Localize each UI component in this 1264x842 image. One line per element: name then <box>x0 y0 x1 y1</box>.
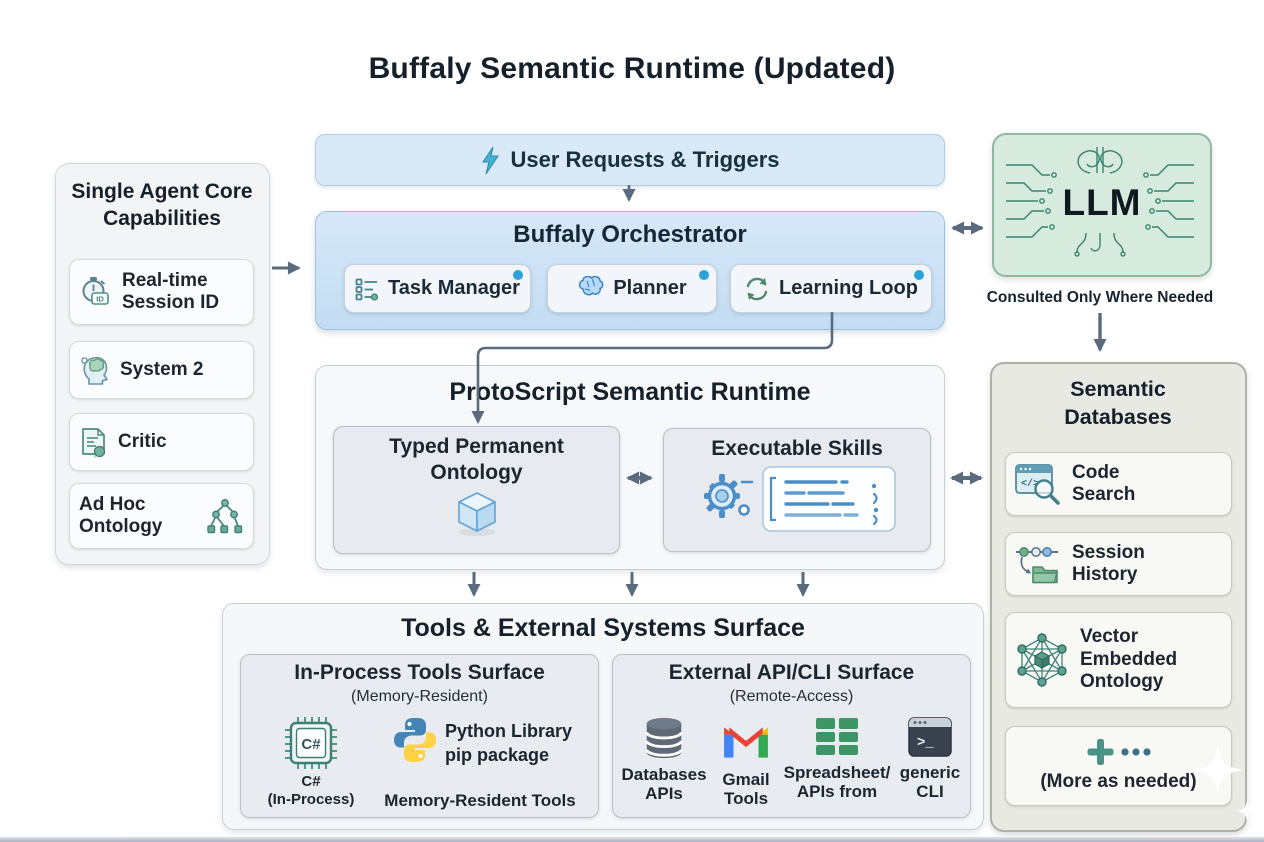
external-item-databases: Databases APIs <box>618 715 710 803</box>
external-item-label: Spreadsheet/ APIs from <box>783 763 891 802</box>
ontology-label: Typed Permanent Ontology <box>389 435 564 484</box>
user-requests-bar: User Requests & Triggers <box>315 134 945 186</box>
capability-system-2: System 2 <box>69 341 254 399</box>
cycle-arrows-icon <box>744 276 770 302</box>
circuit-left <box>1006 164 1057 238</box>
semantic-databases-panel: Semantic Databases </> Code Search <box>990 362 1247 832</box>
csharp-sublabel: (In-Process) <box>267 791 355 808</box>
module-label: Learning Loop <box>779 277 918 299</box>
db-item-session-history: Session History <box>1005 532 1232 596</box>
gmail-icon <box>722 715 770 766</box>
network-graph-icon <box>1014 632 1070 688</box>
external-title: External API/CLI Surface <box>668 661 915 684</box>
module-task-manager: Task Manager <box>344 264 531 313</box>
capability-label: Real-time Session ID <box>122 270 220 313</box>
capability-realtime-session-id: ID Real-time Session ID <box>69 259 254 325</box>
svg-text:</>: </> <box>1021 478 1039 490</box>
db-item-label: Vector Embedded Ontology <box>1080 626 1178 693</box>
stopwatch-id-icon: ID <box>79 275 113 309</box>
status-dot <box>699 270 709 280</box>
module-label: Planner <box>613 277 687 299</box>
code-panel-icon <box>762 465 896 532</box>
orchestrator-panel: Buffaly Orchestrator Task Manager <box>315 211 945 330</box>
status-dot <box>914 270 924 280</box>
skills-illustration <box>664 465 930 532</box>
orchestrator-title: Buffaly Orchestrator <box>513 221 747 248</box>
external-subtitle: (Remote-Access) <box>729 688 854 705</box>
code-window-magnifier-icon: </> <box>1014 461 1062 507</box>
in-process-tools-box: In-Process Tools Surface (Memory-Residen… <box>240 654 599 818</box>
external-item-gmail: Gmail Tools <box>713 715 779 808</box>
head-brain-icon <box>79 354 111 386</box>
in-process-subtitle: (Memory-Resident) <box>351 688 488 705</box>
module-planner: Planner <box>547 264 717 313</box>
llm-box: LLM <box>992 133 1212 277</box>
external-item-label: Databases APIs <box>621 765 707 804</box>
tree-graph-icon <box>206 497 244 535</box>
brain-icon <box>577 276 604 301</box>
db-item-more-as-needed: (More as needed) <box>1005 726 1232 806</box>
single-agent-panel: Single Agent Core Capabilities ID Real-t… <box>55 163 270 565</box>
bottom-edge-strip <box>0 837 1264 842</box>
capability-adhoc-ontology: Ad Hoc Ontology <box>69 483 254 549</box>
external-api-cli-box: External API/CLI Surface (Remote-Access)… <box>612 654 971 818</box>
capability-critic: Critic <box>69 413 254 471</box>
brain-curls-bottom <box>1074 232 1126 257</box>
terminal-icon: >_ <box>907 715 953 759</box>
tools-surface-title: Tools & External Systems Surface <box>401 614 805 642</box>
external-item-label: Gmail Tools <box>722 770 770 809</box>
single-agent-title: Single Agent Core Capabilities <box>71 180 253 231</box>
protoscript-title: ProtoScript Semantic Runtime <box>449 378 811 406</box>
circuit-brain-icon <box>994 135 1210 271</box>
gear-icon <box>698 468 756 530</box>
csharp-label: C# <box>301 773 321 790</box>
python-label-line2: pip package <box>445 745 550 765</box>
protoscript-runtime-panel: ProtoScript Semantic Runtime Typed Perma… <box>315 365 945 570</box>
commit-graph-folder-icon <box>1014 542 1062 586</box>
page-title: Buffaly Semantic Runtime (Updated) <box>368 52 896 85</box>
plus-ellipsis-icon <box>1086 738 1152 766</box>
semantic-databases-title: Semantic Databases <box>1064 377 1172 429</box>
lightning-icon <box>481 146 500 174</box>
python-label-line1: Python Library <box>445 721 573 741</box>
python-icon <box>391 717 439 763</box>
skills-label: Executable Skills <box>711 437 883 460</box>
database-icon <box>641 715 687 761</box>
external-item-cli: >_ generic CLI <box>896 715 964 801</box>
user-requests-label: User Requests & Triggers <box>510 147 780 172</box>
svg-text:C#: C# <box>301 736 321 753</box>
db-item-vector-ontology: Vector Embedded Ontology <box>1005 612 1232 708</box>
tools-surface-panel: Tools & External Systems Surface In-Proc… <box>222 603 984 830</box>
cube-icon <box>334 487 619 539</box>
task-list-icon <box>355 277 379 301</box>
spreadsheet-icon <box>814 715 860 759</box>
csharp-chip-icon: C# <box>283 715 339 771</box>
in-process-title: In-Process Tools Surface <box>294 661 545 684</box>
document-review-icon <box>79 427 109 458</box>
llm-label: LLM <box>1062 182 1142 223</box>
brain-curls-top <box>1077 147 1123 174</box>
llm-caption: Consulted Only Where Needed <box>986 289 1214 306</box>
db-item-label: Code Search <box>1072 461 1136 505</box>
module-label: Task Manager <box>388 277 520 299</box>
capability-label: System 2 <box>120 359 204 380</box>
typed-permanent-ontology-box: Typed Permanent Ontology <box>333 426 620 554</box>
external-item-spreadsheet: Spreadsheet/ APIs from <box>783 715 891 801</box>
capability-label: Critic <box>118 431 167 452</box>
db-item-label: (More as needed) <box>1040 771 1197 793</box>
external-item-label: generic CLI <box>899 763 961 802</box>
status-dot <box>513 270 523 280</box>
db-item-code-search: </> Code Search <box>1005 452 1232 516</box>
svg-text:>_: >_ <box>917 735 934 751</box>
capability-label: Ad Hoc Ontology <box>79 494 163 537</box>
module-learning-loop: Learning Loop <box>730 264 932 313</box>
memory-resident-tools-label: Memory-Resident Tools <box>384 791 576 810</box>
db-item-label: Session History <box>1072 541 1145 585</box>
executable-skills-box: Executable Skills <box>663 428 931 552</box>
svg-text:ID: ID <box>96 295 104 304</box>
